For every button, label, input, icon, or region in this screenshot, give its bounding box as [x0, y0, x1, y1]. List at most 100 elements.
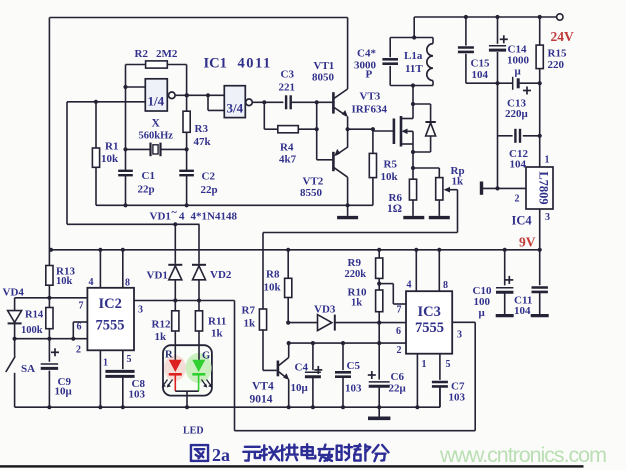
svg-text:1k: 1k: [155, 331, 168, 343]
svg-text:VT3: VT3: [360, 91, 381, 103]
svg-text:100k: 100k: [21, 325, 43, 336]
svg-text:VT1: VT1: [314, 60, 335, 72]
svg-text:24V: 24V: [551, 29, 575, 44]
svg-text:1: 1: [422, 359, 427, 370]
svg-text:P: P: [366, 69, 373, 81]
svg-text:R4: R4: [280, 142, 294, 154]
svg-text:μ: μ: [479, 307, 486, 319]
svg-text:7555: 7555: [415, 320, 444, 336]
svg-text:220μ: 220μ: [505, 108, 529, 120]
svg-text:IC2: IC2: [99, 296, 122, 312]
svg-text:11T: 11T: [405, 63, 423, 75]
svg-text:3: 3: [138, 305, 143, 316]
svg-text:1k: 1k: [211, 328, 224, 340]
svg-text:C4*: C4*: [357, 48, 376, 60]
svg-text:3: 3: [457, 330, 462, 341]
svg-text:22p: 22p: [138, 184, 155, 196]
svg-text:IC3: IC3: [418, 304, 441, 320]
svg-text:10k: 10k: [264, 282, 282, 294]
svg-text:R12: R12: [152, 319, 171, 331]
svg-text:1k: 1k: [244, 318, 257, 330]
svg-text:C9: C9: [58, 376, 72, 388]
svg-text:220k: 220k: [345, 269, 367, 280]
svg-text:4011: 4011: [238, 56, 272, 72]
svg-text:9V: 9V: [519, 235, 536, 250]
svg-text:103: 103: [345, 383, 362, 395]
svg-text:221: 221: [279, 82, 296, 94]
svg-text:C7: C7: [451, 381, 465, 393]
svg-text:3/4: 3/4: [227, 101, 244, 116]
svg-text:VT2: VT2: [303, 176, 324, 188]
svg-text:10k: 10k: [56, 276, 73, 287]
svg-text:104: 104: [472, 69, 489, 81]
svg-text:R8: R8: [266, 269, 280, 281]
svg-text:10μ: 10μ: [55, 386, 73, 398]
svg-text:IC1: IC1: [204, 56, 227, 72]
svg-text:R1: R1: [105, 141, 118, 153]
svg-text:2: 2: [76, 345, 81, 356]
svg-text:2: 2: [397, 345, 402, 356]
svg-text:560kHz: 560kHz: [139, 131, 174, 142]
svg-text:L1a: L1a: [404, 50, 423, 62]
svg-text:R10: R10: [348, 287, 367, 299]
svg-text:C1: C1: [142, 170, 155, 182]
svg-text:L7809: L7809: [537, 171, 551, 204]
svg-text:2: 2: [515, 194, 520, 205]
svg-text:104: 104: [514, 305, 531, 317]
svg-text:VT4: VT4: [252, 381, 274, 393]
svg-text:10k: 10k: [101, 153, 119, 165]
svg-text:C6: C6: [391, 371, 405, 383]
svg-text:7: 7: [79, 301, 84, 312]
svg-text:4: 4: [407, 280, 412, 291]
svg-text:G: G: [202, 351, 210, 362]
svg-text:C11: C11: [514, 295, 532, 307]
svg-text:R15: R15: [548, 48, 567, 60]
svg-text:4: 4: [179, 211, 185, 223]
svg-text:2M2: 2M2: [156, 48, 178, 60]
svg-text:R5: R5: [384, 159, 398, 171]
svg-text:www.cntronics.com: www.cntronics.com: [439, 443, 607, 467]
svg-text:LED: LED: [183, 426, 204, 437]
svg-text:10k: 10k: [381, 171, 399, 183]
svg-text:C15: C15: [471, 58, 490, 70]
svg-text:4: 4: [89, 277, 94, 288]
svg-text:1000: 1000: [507, 55, 530, 67]
svg-text:VD1: VD1: [147, 270, 168, 282]
svg-text:10μ: 10μ: [291, 382, 309, 394]
svg-text:C4: C4: [295, 362, 309, 374]
svg-text:22μ: 22μ: [389, 383, 407, 395]
svg-text:6: 6: [77, 322, 82, 333]
svg-text:R13: R13: [56, 266, 75, 278]
svg-text:SA: SA: [21, 363, 35, 375]
svg-text:μ: μ: [515, 66, 522, 78]
svg-text:104: 104: [510, 159, 527, 171]
svg-text:22p: 22p: [201, 184, 218, 196]
svg-text:VD3: VD3: [314, 304, 336, 316]
svg-text:C2: C2: [202, 171, 216, 183]
svg-text:X: X: [152, 118, 161, 130]
svg-text:C12: C12: [509, 148, 528, 160]
svg-text:2a: 2a: [212, 445, 230, 465]
svg-text:1Ω: 1Ω: [387, 203, 402, 215]
svg-text:R: R: [165, 350, 173, 361]
svg-text:3000: 3000: [354, 60, 377, 72]
svg-text:Rp: Rp: [451, 165, 465, 177]
svg-text:6: 6: [396, 326, 401, 337]
svg-text:1/4: 1/4: [148, 94, 165, 109]
svg-text:C5: C5: [347, 360, 361, 372]
svg-text:R14: R14: [25, 310, 44, 321]
svg-text:1: 1: [103, 358, 108, 369]
svg-text:1: 1: [545, 155, 550, 166]
svg-text:R9: R9: [348, 257, 362, 269]
svg-text:C3: C3: [281, 69, 295, 81]
svg-text:1k: 1k: [351, 298, 362, 309]
svg-text:9014: 9014: [250, 394, 273, 406]
svg-text:220: 220: [548, 59, 565, 71]
svg-text:100: 100: [474, 296, 491, 308]
svg-text:1k: 1k: [452, 176, 465, 188]
svg-text:VD1: VD1: [150, 211, 171, 223]
svg-text:4k7: 4k7: [279, 154, 297, 166]
svg-text:C13: C13: [507, 98, 526, 110]
svg-text:3: 3: [545, 212, 550, 223]
svg-text:R3: R3: [195, 123, 209, 135]
